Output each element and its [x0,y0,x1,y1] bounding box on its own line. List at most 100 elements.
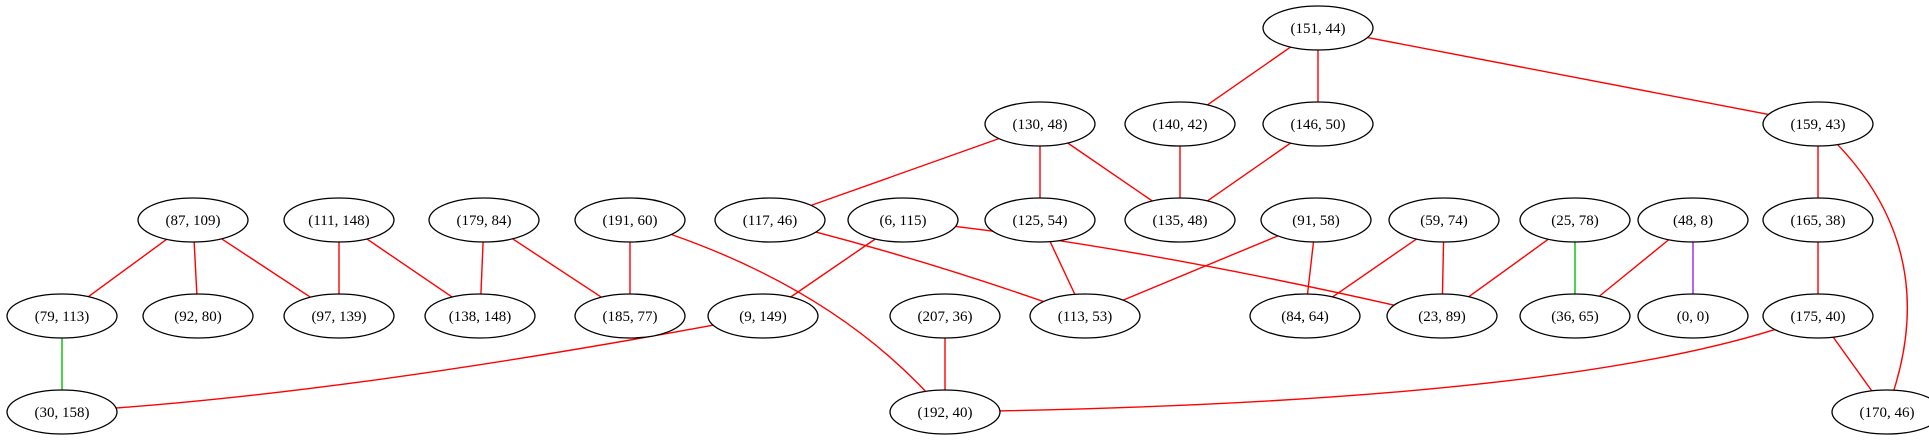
node-label: (130, 48) [1013,117,1068,133]
node-ellipse [137,197,249,243]
edge-59_74-to-23_89 [1441,241,1445,295]
node-label: (0, 0) [1677,309,1710,325]
edge-48_8-to-36_65 [1598,239,1670,297]
node-label: (36, 65) [1551,309,1599,325]
node-label: (92, 80) [174,309,222,325]
node-97_139: (97, 139) [283,293,395,339]
node-130_48: (130, 48) [984,101,1096,147]
edge-151_44-to-140_42 [1207,46,1291,106]
node-84_64: (84, 64) [1249,293,1361,339]
node-ellipse [428,197,540,243]
node-label: (113, 53) [1058,309,1112,325]
node-ellipse [1260,197,1372,243]
node-6_115: (6, 115) [847,197,959,243]
edge-191_60-to-192_40 [671,233,927,392]
edge-151_44-to-159_43 [1367,36,1769,116]
node-36_65: (36, 65) [1519,293,1631,339]
node-25_78: (25, 78) [1519,197,1631,243]
node-ellipse [1029,293,1141,339]
node-label: (91, 58) [1292,213,1340,229]
edge-130_48-to-135_48 [1067,142,1153,202]
node-label: (9, 149) [739,309,787,325]
edge-179_84-to-185_77 [512,238,602,298]
node-label: (165, 38) [1791,213,1846,229]
node-146_50: (146, 50) [1262,101,1374,147]
node-label: (23, 89) [1418,309,1466,325]
node-label: (138, 148) [449,309,512,325]
node-ellipse [6,389,118,435]
node-ellipse [984,197,1096,243]
node-label: (151, 44) [1291,21,1346,37]
node-ellipse [574,293,686,339]
node-label: (146, 50) [1291,117,1346,133]
node-label: (207, 36) [918,309,973,325]
node-ellipse [283,197,395,243]
node-165_38: (165, 38) [1762,197,1874,243]
edge-87_109-to-79_113 [87,238,168,298]
node-ellipse [1249,293,1361,339]
edge-111_148-to-138_148 [366,238,453,298]
node-label: (175, 40) [1791,309,1846,325]
node-117_46: (117, 46) [714,197,826,243]
node-138_148: (138, 148) [424,293,536,339]
edge-159_43-to-170_46 [1837,144,1909,391]
node-91_58: (91, 58) [1260,197,1372,243]
edge-87_109-to-97_139 [221,238,311,298]
node-label: (170, 46) [1860,405,1915,421]
edge-146_50-to-135_48 [1207,142,1291,202]
node-label: (135, 48) [1153,213,1208,229]
node-59_74: (59, 74) [1388,197,1500,243]
node-207_36: (207, 36) [889,293,1001,339]
node-79_113: (79, 113) [6,293,118,339]
node-label: (111, 148) [308,213,369,229]
node-ellipse [1386,293,1498,339]
edge-9_149-to-30_158 [116,324,714,409]
node-label: (192, 40) [918,405,973,421]
node-48_8: (48, 8) [1637,197,1749,243]
edge-91_58-to-113_53 [1122,235,1279,301]
edge-125_54-to-113_53 [1049,241,1076,295]
node-label: (30, 158) [35,405,90,421]
node-label: (84, 64) [1281,309,1329,325]
node-30_158: (30, 158) [6,389,118,435]
node-ellipse [1124,197,1236,243]
node-ellipse [1262,5,1374,51]
node-185_77: (185, 77) [574,293,686,339]
node-ellipse [1519,293,1631,339]
node-0_0: (0, 0) [1637,293,1749,339]
node-92_80: (92, 80) [142,293,254,339]
node-label: (185, 77) [603,309,658,325]
node-ellipse [984,101,1096,147]
node-ellipse [707,293,819,339]
node-label: (179, 84) [457,213,512,229]
node-ellipse [142,293,254,339]
node-ellipse [1762,293,1874,339]
nodes-layer: (151, 44) (130, 48) (140, 42) (146, 50) (159… [6,5,1929,435]
node-175_40: (175, 40) [1762,293,1874,339]
edge-117_46-to-113_53 [815,231,1044,303]
node-ellipse [889,389,1001,435]
node-label: (59, 74) [1420,213,1468,229]
edge-179_84-to-138_148 [480,241,484,295]
node-label: (25, 78) [1551,213,1599,229]
edges-layer [61,36,1909,412]
node-ellipse [1762,197,1874,243]
node-label: (159, 43) [1791,117,1846,133]
node-ellipse [1831,389,1929,435]
node-111_148: (111, 148) [283,197,395,243]
node-170_46: (170, 46) [1831,389,1929,435]
node-ellipse [424,293,536,339]
node-label: (6, 115) [880,213,927,229]
edge-91_58-to-84_64 [1306,241,1315,295]
node-ellipse [847,197,959,243]
node-ellipse [6,293,118,339]
node-label: (87, 109) [166,213,221,229]
node-113_53: (113, 53) [1029,293,1141,339]
node-label: (48, 8) [1673,213,1713,229]
node-140_42: (140, 42) [1124,101,1236,147]
node-ellipse [1262,101,1374,147]
node-ellipse [1519,197,1631,243]
node-ellipse [889,293,1001,339]
node-ellipse [1637,197,1749,243]
